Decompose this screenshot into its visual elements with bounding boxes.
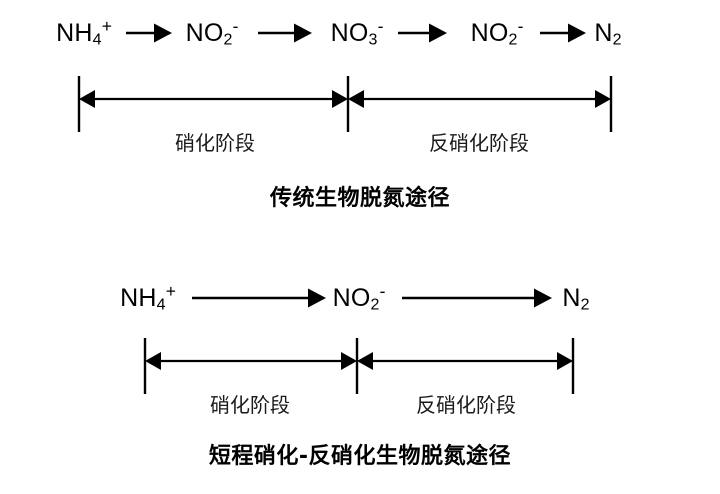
species-base: NO [332, 284, 371, 312]
pathway-diagram-traditional: NH4+ NO2- NO3- NO2- N2 硝化阶段 反硝化阶段 传统生物脱氮… [0, 0, 720, 230]
segment-arrowhead-right-1 [557, 352, 573, 370]
species-subscript: 2 [370, 296, 380, 314]
species-nitrite-2: NO2- [471, 10, 524, 56]
segment-arrowhead-left-0 [79, 90, 95, 108]
pathway-diagram-shortcut: NH4+ NO2- N2 硝化阶段 反硝化阶段 短程硝化-反硝化生物脱氮途径 [0, 250, 720, 494]
species-base: NO [185, 19, 224, 47]
species-charge: - [379, 280, 386, 301]
stage-axis-traditional [77, 76, 613, 132]
species-charge: - [517, 15, 524, 36]
segment-arrowhead-left-1 [348, 90, 364, 108]
reaction-arrow-head-3 [568, 23, 586, 43]
segment-arrowhead-right-1 [595, 90, 611, 108]
segment-arrowhead-right-0 [332, 90, 348, 108]
species-ammonium: NH4+ [56, 10, 112, 56]
reaction-arrow-head-1 [534, 288, 552, 308]
species-charge: - [377, 15, 384, 36]
reaction-chain-traditional: NH4+ NO2- NO3- NO2- N2 [0, 10, 720, 56]
species-charge: - [232, 15, 239, 36]
species-base: N [562, 284, 581, 312]
stage-axis-shortcut [143, 338, 575, 394]
segment-arrowhead-left-1 [357, 352, 373, 370]
species-subscript: 3 [368, 31, 378, 49]
species-nitrite: NO2- [333, 275, 386, 321]
species-base: NO [330, 19, 369, 47]
species-subscript: 2 [580, 296, 590, 314]
species-subscript: 4 [92, 31, 102, 49]
stage-label-denitrification: 反硝化阶段 [429, 131, 529, 155]
species-subscript: 4 [156, 296, 166, 314]
reaction-arrow-head-0 [308, 288, 326, 308]
species-dinitrogen: N2 [562, 275, 589, 321]
reaction-arrow-head-1 [294, 23, 312, 43]
caption-shortcut-pathway: 短程硝化-反硝化生物脱氮途径 [208, 444, 512, 469]
species-nitrite-1: NO2- [186, 10, 239, 56]
segment-arrowhead-left-0 [145, 352, 161, 370]
reaction-chain-shortcut: NH4+ NO2- N2 [0, 275, 720, 321]
stage-label-nitrification: 硝化阶段 [210, 393, 290, 417]
species-base: NH [120, 284, 157, 312]
species-subscript: 2 [508, 31, 518, 49]
species-dinitrogen: N2 [594, 10, 621, 56]
reaction-arrows-shortcut [192, 288, 552, 308]
reaction-arrows-traditional [126, 23, 586, 43]
species-base: N [594, 19, 613, 47]
species-subscript: 2 [223, 31, 233, 49]
species-charge: + [165, 280, 176, 301]
species-ammonium: NH4+ [120, 275, 176, 321]
reaction-arrow-head-2 [429, 23, 447, 43]
reaction-arrow-head-0 [154, 23, 172, 43]
stage-label-nitrification: 硝化阶段 [175, 131, 255, 155]
species-subscript: 2 [612, 31, 622, 49]
species-charge: + [101, 15, 112, 36]
species-base: NO [470, 19, 509, 47]
species-base: NH [56, 19, 93, 47]
caption-traditional-pathway: 传统生物脱氮途径 [269, 186, 450, 211]
species-nitrate: NO3- [331, 10, 384, 56]
segment-arrowhead-right-0 [341, 352, 357, 370]
stage-label-denitrification: 反硝化阶段 [416, 393, 516, 417]
